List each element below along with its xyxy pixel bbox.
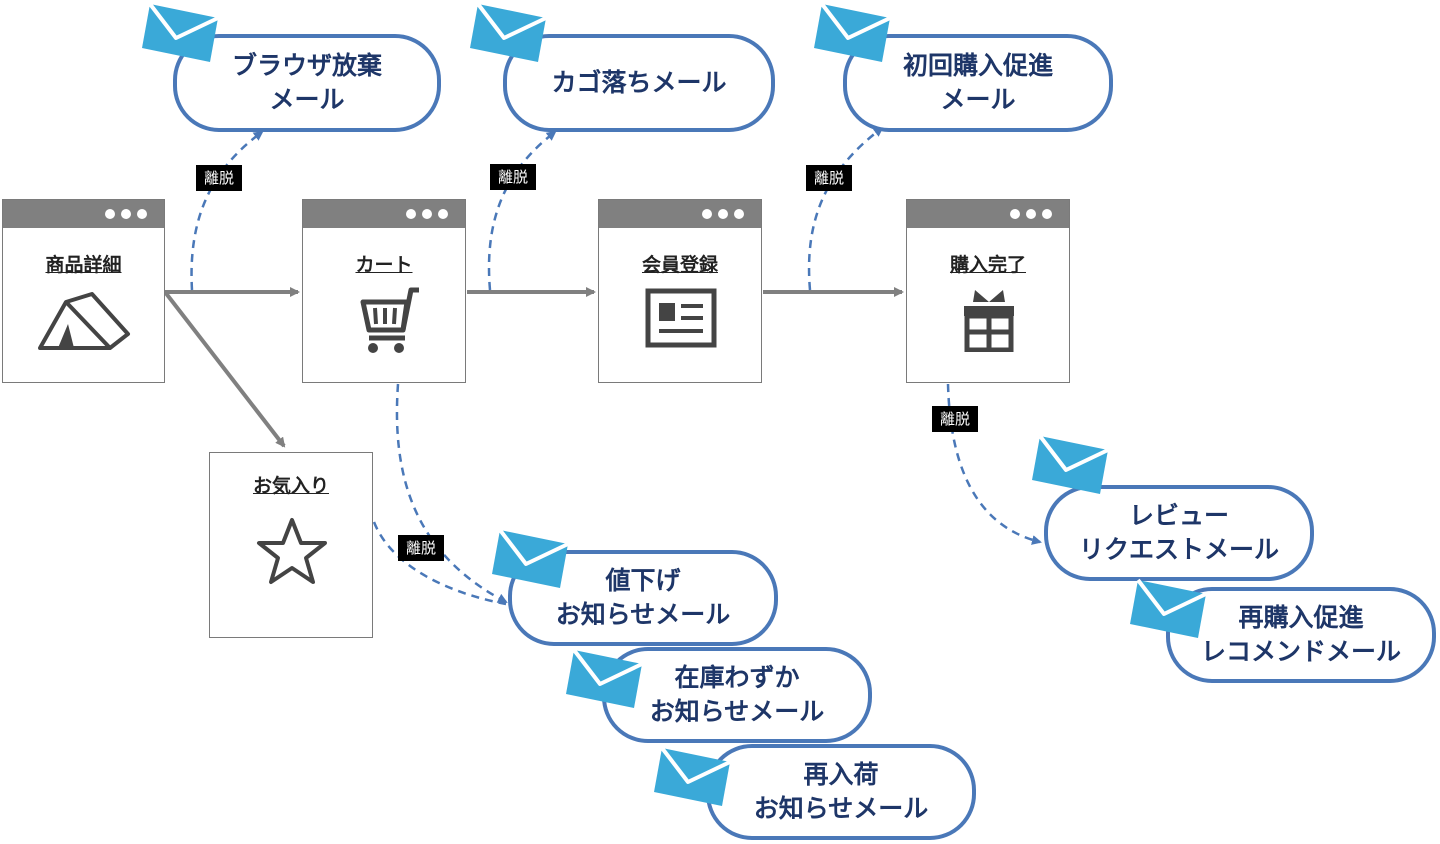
email-repurchase: 再購入促進 レコメンドメール [1166, 587, 1436, 683]
page-title: お気入り [252, 475, 329, 497]
exit-tag-cart: 離脱 [490, 164, 537, 190]
page-cart: カート [302, 199, 466, 383]
page-title: 会員登録 [641, 254, 718, 276]
cart-icon [360, 287, 419, 353]
exit-curve-complete [946, 383, 1042, 545]
exit-tag-detail: 離脱 [196, 165, 243, 191]
page-title: 商品詳細 [45, 254, 122, 276]
email-first-purchase: 初回購入促進 メール [843, 34, 1113, 132]
email-title-line1: 再入荷 [803, 760, 879, 789]
email-title-line2: メール [269, 85, 345, 114]
page-title: 購入完了 [949, 254, 1026, 276]
email-title-line1: レビュー [1128, 501, 1229, 530]
page-product-detail: 商品詳細 [2, 199, 165, 383]
exit-curve-detail [190, 130, 264, 291]
email-review-request: レビュー リクエストメール [1044, 485, 1314, 581]
envelope-icon [566, 648, 643, 708]
envelope-icon [492, 528, 569, 588]
email-title-line2: お知らせメール [649, 697, 825, 726]
email-title-line1: 在庫わずか [674, 663, 800, 692]
envelope-icon [654, 746, 731, 806]
email-low-stock: 在庫わずか お知らせメール [602, 647, 872, 743]
form-icon [645, 288, 717, 348]
page-member-registration: 会員登録 [598, 199, 762, 383]
tent-icon [38, 292, 130, 350]
exit-tag-complete: 離脱 [932, 406, 979, 432]
envelope-icon [814, 2, 891, 62]
exit-curve-favorites [372, 521, 507, 606]
email-title-line2: リクエストメール [1078, 535, 1279, 564]
email-title-line1: 再購入促進 [1238, 603, 1364, 632]
window-titlebar [3, 200, 164, 228]
email-price-drop: 値下げ お知らせメール [508, 550, 778, 646]
envelope-icon [142, 2, 219, 62]
page-favorites: お気入り [209, 452, 373, 638]
envelope-icon [1032, 434, 1109, 494]
exit-curve-cart-down [395, 383, 508, 604]
window-titlebar [907, 200, 1069, 228]
email-title-line1: 値下げ [605, 566, 681, 595]
envelope-icon [470, 2, 547, 62]
page-purchase-complete: 購入完了 [906, 199, 1070, 383]
page-title: カート [355, 254, 413, 276]
email-title-line1: ブラウザ放棄 [231, 51, 382, 80]
email-restock: 再入荷 お知らせメール [706, 744, 976, 840]
exit-curve-cart [487, 130, 557, 291]
email-title-line2: お知らせメール [753, 794, 929, 823]
email-browse-abandon: ブラウザ放棄 メール [173, 34, 441, 132]
window-titlebar [303, 200, 465, 228]
email-title-line2: メール [940, 85, 1016, 114]
arrow-detail-to-favorites [163, 290, 286, 448]
star-icon [257, 518, 327, 584]
email-title-line2: お知らせメール [555, 600, 731, 629]
exit-tag-favorites: 離脱 [398, 535, 445, 561]
envelope-icon [1130, 578, 1207, 638]
email-title-line2: レコメンドメール [1200, 637, 1401, 666]
email-title-line1: 初回購入促進 [902, 51, 1053, 80]
exit-curve-register [807, 126, 884, 291]
window-titlebar [599, 200, 761, 228]
gift-icon [964, 290, 1014, 352]
email-title-line1: カゴ落ちメール [551, 68, 727, 97]
email-cart-abandon: カゴ落ちメール [503, 34, 775, 132]
exit-tag-register: 離脱 [806, 165, 853, 191]
